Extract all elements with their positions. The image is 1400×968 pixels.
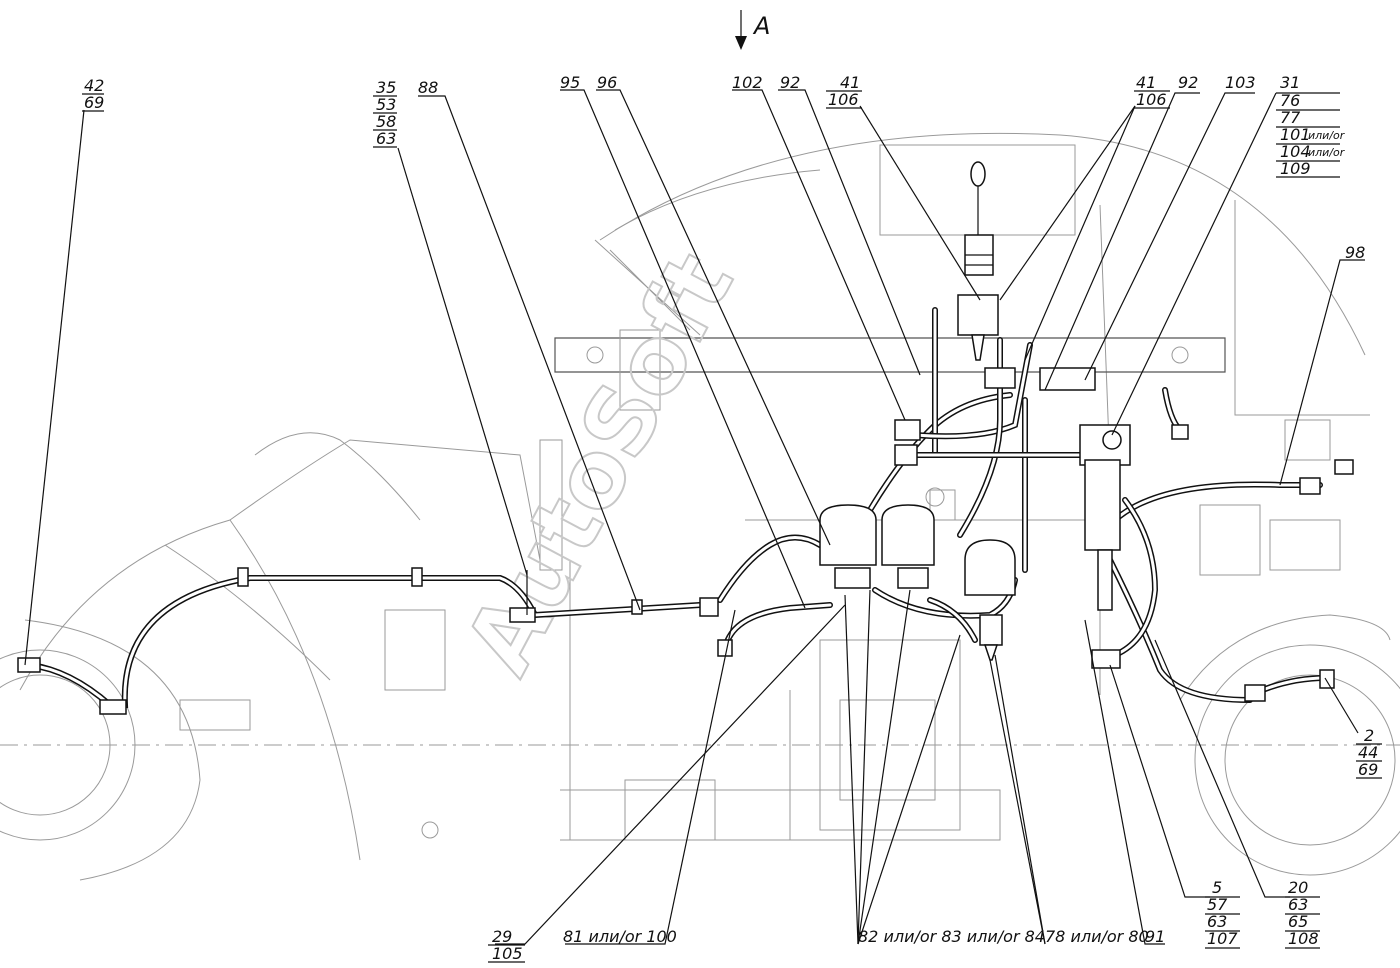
callout-2-num: 2 [1364,726,1374,745]
callout-35-num: 35 [376,78,396,97]
callout-labels: 42 69 35 53 58 63 88 95 96 102 92 41 106 [82,73,1382,963]
callout-41b-num: 41 [1136,73,1156,92]
watermark: AutoSoft [445,236,754,690]
leader-lines [24,89,1365,945]
callout-2-num: 44 [1358,743,1378,762]
callout-20-num: 20 [1288,878,1308,897]
callout-91: 91 [1145,927,1165,946]
callout-92a: 92 [780,73,800,92]
callout-102: 102 [732,73,763,92]
callout-2: 2 44 69 [1356,726,1382,779]
callout-31-num: 77 [1280,108,1301,127]
callout-81: 81 или/or 100 [563,927,677,946]
callout-31-suffix: или/or [1308,129,1346,142]
callout-5-num: 107 [1207,929,1238,948]
callout-35: 35 53 58 63 [373,78,397,148]
components [17,161,1354,715]
callout-98: 98 [1345,243,1365,262]
callout-41b-num: 106 [1136,90,1167,109]
callout-88: 88 [418,78,438,97]
callout-5: 5 57 63 107 [1205,878,1240,949]
callout-31-num: 101 [1280,125,1311,144]
callout-31-num: 109 [1280,159,1311,178]
callout-31-num: 104 [1280,142,1311,161]
callout-20-num: 63 [1288,895,1308,914]
callout-42-num: 69 [84,93,104,112]
tractor-outline [0,132,1400,881]
callout-29-num: 105 [492,944,523,963]
callout-29: 29 105 [488,927,525,963]
callout-35-num: 58 [376,112,396,131]
callout-29-num: 29 [492,927,512,946]
callout-41a: 41 106 [826,73,862,109]
callout-78: 78 или/or 80 [1045,927,1149,946]
callout-31: 31 76 77 101 или/or 104 или/or 109 [1276,73,1346,178]
callout-95: 95 [560,73,580,92]
view-label: A [752,12,770,40]
callout-2-num: 69 [1358,760,1378,779]
callout-31-num: 76 [1280,91,1300,110]
callout-20-num: 65 [1288,912,1308,931]
view-arrow-a: A [735,10,770,50]
callout-20: 20 63 65 108 [1285,878,1320,949]
callout-5-num: 57 [1207,895,1228,914]
callout-42-num: 42 [84,76,104,95]
callout-41b: 41 106 [1134,73,1170,109]
callout-103: 103 [1225,73,1256,92]
callout-5-num: 5 [1212,878,1222,897]
callout-41a-num: 41 [840,73,860,92]
callout-92b: 92 [1178,73,1198,92]
callout-5-num: 63 [1207,912,1227,931]
callout-35-num: 63 [376,129,396,148]
callout-96: 96 [597,73,617,92]
callout-82: 82 или/or 83 или/or 84 [858,927,1045,946]
callout-41a-num: 106 [828,90,859,109]
callout-42: 42 69 [82,76,104,112]
callout-20-num: 108 [1288,929,1319,948]
callout-35-num: 53 [376,95,396,114]
callout-31-suffix: или/or [1308,146,1346,159]
callout-31-num: 31 [1280,73,1300,92]
